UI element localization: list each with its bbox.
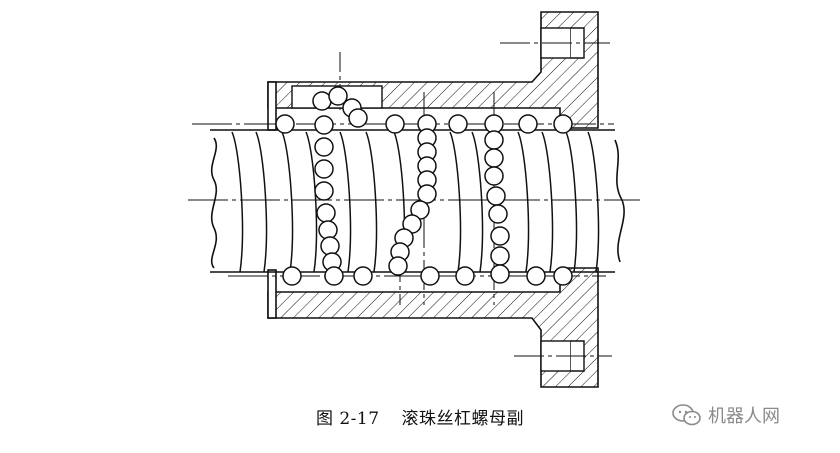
ball [282,266,302,286]
ball [490,246,510,266]
watermark-text: 机器人网 [708,406,780,427]
ball [484,166,504,186]
ball [312,91,332,111]
ball [314,115,334,135]
ball [490,226,510,246]
ball [553,266,573,286]
ball [484,130,504,150]
ball [448,114,468,134]
ball [518,114,538,134]
ball [490,264,510,284]
balls [275,86,573,286]
figure-number: 图 2-17 [315,409,380,429]
figure-title: 滚珠丝杠螺母副 [401,409,525,429]
ball [348,108,368,128]
ball [314,181,334,201]
ball [420,266,440,286]
wechat-icon [672,404,701,426]
ball [553,114,573,134]
ball [484,148,504,168]
ball [320,236,340,256]
figure-caption: 图 2-17 滚珠丝杠螺母副 [0,404,840,429]
ball [353,266,373,286]
ball [275,114,295,134]
screw-shaft [210,129,625,273]
ball [314,159,334,179]
ball [488,204,508,224]
ball [486,186,506,206]
ball [314,137,334,157]
ball [328,86,348,106]
ball [388,256,408,276]
ball [324,266,344,286]
ball [316,203,336,223]
ball [455,266,475,286]
ball [417,184,437,204]
ball-screw-drawing [188,11,640,388]
thread-lines [231,131,600,273]
ball [318,220,338,240]
ball [526,266,546,286]
ball [385,114,405,134]
watermark: 机器人网 [672,402,780,428]
